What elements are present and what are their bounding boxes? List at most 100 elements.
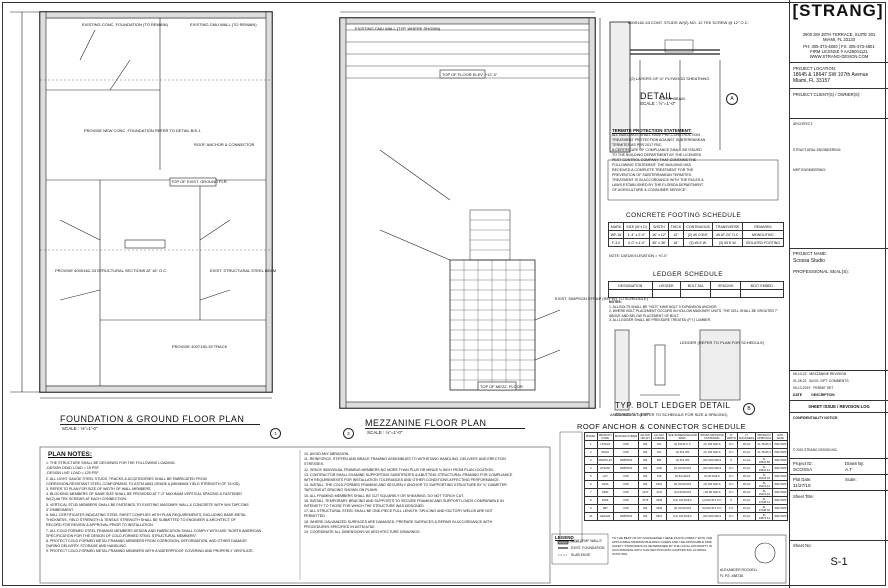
table-cell: FL 10531.86 — [755, 456, 774, 465]
revision-date: 08-10-22 — [793, 372, 807, 376]
firm-contact-line: WWW.STRANG-DESIGN.COM — [809, 54, 869, 59]
roof-anchor-title: ROOF ANCHOR & CONNECTOR SCHEDULE — [577, 422, 746, 431]
table-cell: (6) 10d NAILS — [698, 448, 726, 457]
legend-item: EXIST. FOUNDATION — [571, 546, 605, 550]
project-name-label: PROJECT NAME: — [793, 251, 827, 256]
table-cell: 1¼" — [724, 464, 738, 473]
table-cell: H1T — [596, 472, 614, 481]
table-cell — [740, 289, 784, 298]
table-cell — [608, 289, 653, 298]
termite-line: OF AGRICULTURE & CONSUMER SERVICE". — [612, 188, 688, 192]
legend-item: SLAB EDGE — [571, 553, 591, 557]
sheet-issue-label: SHEET ISSUE / REVISION LOG — [808, 404, 870, 409]
plan-note: 3" EMBEDMENT. — [46, 507, 74, 512]
table-cell: USP — [612, 480, 640, 489]
table-header: CONTINUOUS — [682, 222, 714, 231]
table-cell: 645 — [651, 472, 667, 481]
table-cell: (6) 10d NAILS — [698, 440, 726, 449]
plan-note: 11. REINFORCE, STIFFEN AND BRACE FRAMING… — [304, 457, 506, 462]
table-cell: 1170 — [651, 488, 667, 497]
table-cell: FL 13872.14 — [755, 512, 774, 521]
table-cell: 2" — [724, 456, 738, 465]
table-cell: N/A — [638, 440, 653, 449]
revision-header-date: DATE — [793, 393, 802, 397]
table-cell: FL 17236.12 — [755, 496, 774, 505]
table-header-row: MARK SIZE (W x D) WIDTH THICK CONTINUOUS… — [608, 222, 785, 231]
table-cell: 1½" — [724, 504, 738, 513]
table-cell: (8) #10 Ø X 1½" — [698, 504, 726, 513]
plan-note: 12. SPACE INDIVIDUAL FRAMING MEMBERS NO … — [304, 467, 494, 472]
table-header: TRANSVERSE — [712, 222, 743, 231]
table-cell: FL 15115.1 — [755, 448, 774, 457]
table-header: WIDTH — [649, 222, 669, 231]
table-cell: 12" — [667, 230, 684, 239]
table-cell: N/A — [638, 456, 653, 465]
revision-date: 01-28-22 — [793, 379, 807, 383]
mezzanine-plan-scale: SCALE : ⅛"=1'-0" — [367, 430, 403, 435]
ledger-note: 1. ALL BOLTS SHALL BE "HILTI" KWIK BOLT … — [609, 304, 718, 309]
plan-note: 15. ALL FRAMING MEMBERS SHALL BE CUT SQU… — [304, 493, 465, 498]
callout-studs-detail: 800S162-43 CONT. STUDS W/(2)-NO. 12 TEK … — [628, 20, 749, 25]
project-location-line: Miami, FL 33157 — [793, 78, 831, 84]
table-cell: MONOLITHIC — [741, 230, 785, 239]
callout-structural-sections: PROVIDE 400S162-33 STRUCTURAL SECTIONS A… — [55, 268, 168, 273]
table-cell: 1 — [584, 440, 598, 449]
drawing-linework — [10, 11, 787, 584]
table-cell: 3325 — [651, 504, 667, 513]
table-cell: SIMPSON — [612, 464, 640, 473]
table-cell: WS24 — [596, 448, 614, 457]
plan-note: 2. ALL LIGHT GAUGE STEEL STUDS, TRACKS &… — [46, 476, 207, 481]
table-cell: (3) #5 E.W. — [712, 238, 743, 247]
firm-address-line: MIAMI, FL 33133 — [823, 37, 855, 42]
plot-date-label: Plot Date: — [793, 477, 812, 482]
plan-note: CORROSION-RESISTANT STEEL CONFORMING TO … — [46, 481, 241, 486]
table-cell: PA24 — [596, 496, 614, 505]
table-header: MODEL — [584, 432, 598, 441]
table-header: DESIGNATION — [608, 281, 653, 290]
table-row: F-3.0 4'-0" x 4'-0" 36" x 36" 18" (3) #5… — [608, 238, 785, 247]
plan-note: W/(2)-#8 TEK SCREWS AT EACH CONNECTION. — [46, 497, 127, 502]
table-cell: FL 15104.18 — [755, 472, 774, 481]
ledger-note: 3. ALL LEDGER SHALL BE PRESSURE TREATED … — [609, 318, 712, 323]
table-header: SPACING — [710, 281, 742, 290]
table-cell: 18 GA — [736, 440, 757, 449]
table-row — [608, 289, 784, 298]
table-cell: (6) 10d NAILS — [665, 504, 700, 513]
table-header: EXP. DATE — [772, 432, 789, 441]
plan-note: 16. INSTALL TEMPORARY BRACING AND SUPPOR… — [304, 498, 504, 503]
table-cell: 1¼" — [724, 512, 738, 521]
plan-note: RECORD FOR REVIEW & APPROVAL PRIOR TO IN… — [46, 523, 154, 528]
firm-contact-line: PH: 305-373-4800 | FX: 305-373-4801 — [803, 44, 875, 49]
table-cell: 5/31/2023 — [772, 472, 789, 481]
ledger-note: 2. WHERE BOLT PLACEMENT OCCURS IN HOLLOW… — [609, 309, 779, 318]
table-cell: 1145 — [651, 464, 667, 473]
copyright: © 2019 STRANG DESIGN INC. — [793, 448, 838, 452]
callout-roof-anchor: ROOF ANCHOR & CONNECTOR — [194, 142, 255, 147]
table-header: PRODUCT CODE — [596, 432, 614, 441]
firm-contact: PH: 305-373-4800 | FX: 305-373-4801 FIRM… — [793, 44, 885, 59]
table-cell: 6 — [584, 480, 598, 489]
table-cell: (9) 10d NAILS — [665, 480, 700, 489]
table-cell: N/A — [638, 480, 653, 489]
table-header: LEDGER — [651, 281, 681, 290]
termite-line: A CERTIFICATE OF COMPLIANCE SHALL BE ISS… — [612, 148, 702, 152]
sheet-number: S-1 — [830, 556, 848, 568]
revision-desc: PERMIT SET — [813, 386, 834, 390]
table-cell: SIMPSON — [612, 512, 640, 521]
callout-top-ground-floor: TOP OF EXIST. GROUND FLR. — [171, 179, 228, 184]
table-header: REMARKS — [741, 222, 785, 231]
table-cell: SIMPSON — [612, 456, 640, 465]
revision-date: 09-13-2019 — [793, 386, 811, 390]
table-cell: USP — [612, 448, 640, 457]
table-cell: 3775 — [638, 496, 653, 505]
mezzanine-title-underline — [365, 428, 525, 429]
plan-notes-left: 1. THE STRUCTURE SHALL BE DESIGNED FOR T… — [46, 461, 296, 555]
table-cell: 36" x 36" — [649, 238, 669, 247]
table-header: BOLT DIA — [679, 281, 712, 290]
legend-item: NEW CFMF WALLS — [571, 539, 602, 543]
table-header: MANUFACTURER — [612, 432, 640, 441]
